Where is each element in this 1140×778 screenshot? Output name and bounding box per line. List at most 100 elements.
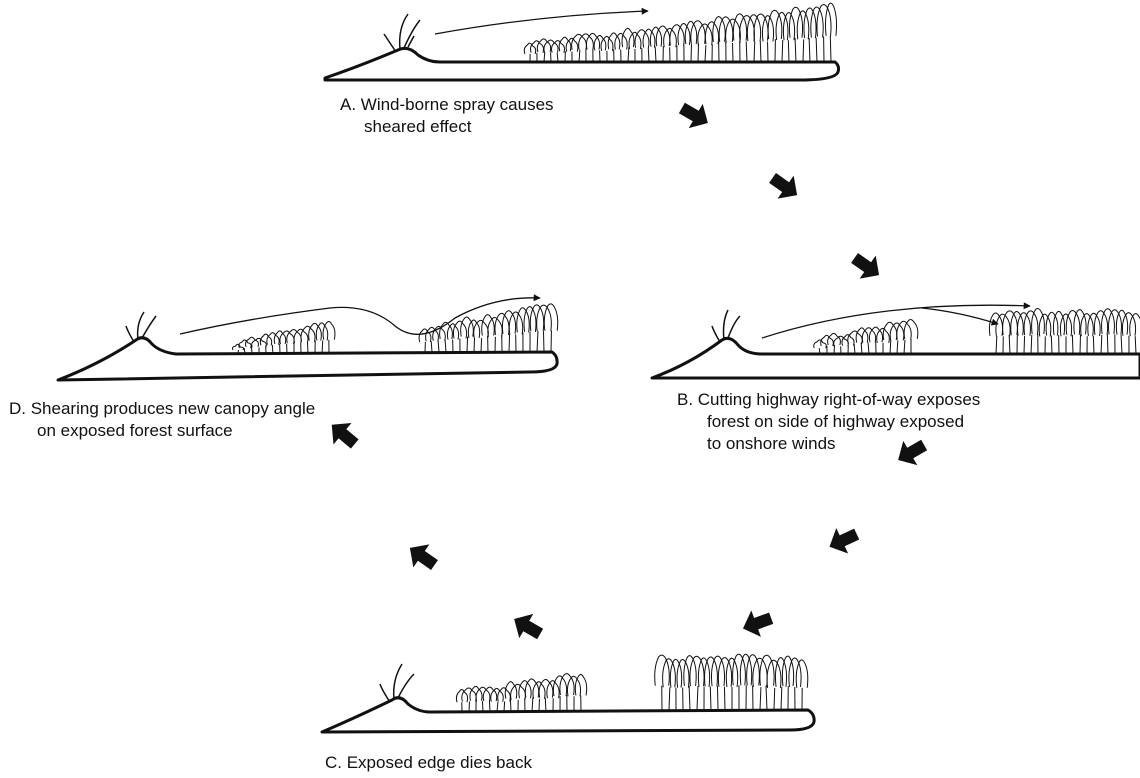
tree-icon bbox=[628, 47, 629, 62]
tree-icon bbox=[648, 48, 649, 62]
tree-crown bbox=[726, 658, 737, 687]
tree-icon bbox=[1051, 336, 1052, 354]
cycle-arrow-icon bbox=[675, 96, 715, 135]
tree-crown bbox=[690, 656, 704, 686]
tree-crown bbox=[635, 30, 649, 48]
tree-icon bbox=[1009, 335, 1010, 354]
tree-icon bbox=[669, 687, 670, 710]
tree-crown bbox=[821, 335, 834, 346]
tree-icon bbox=[1101, 335, 1102, 354]
tree-icon bbox=[897, 340, 898, 354]
tree-icon bbox=[532, 697, 533, 712]
tree-icon bbox=[481, 338, 482, 352]
tree-crown bbox=[797, 11, 809, 39]
panel-a-dune-grass-icon bbox=[384, 14, 420, 52]
tree-icon bbox=[781, 687, 782, 710]
tree-icon bbox=[431, 341, 432, 352]
tree-icon bbox=[509, 334, 510, 352]
tree-icon bbox=[510, 699, 511, 712]
tree-icon bbox=[1107, 334, 1108, 354]
panel-a-forest bbox=[524, 3, 836, 62]
tree-icon bbox=[697, 686, 698, 710]
tree-crown bbox=[804, 8, 816, 38]
tree-icon bbox=[1121, 335, 1122, 354]
panel-c-illustration bbox=[322, 654, 814, 732]
caption-c: C. Exposed edge dies back bbox=[325, 752, 532, 774]
panel-a-illustration bbox=[325, 3, 839, 80]
tree-icon bbox=[830, 36, 831, 62]
tree-icon bbox=[698, 44, 699, 62]
tree-crown bbox=[232, 344, 243, 350]
panel-a-ground bbox=[325, 48, 839, 80]
caption-b-line1: B. Cutting highway right-of-way exposes bbox=[677, 389, 980, 411]
tree-icon bbox=[1031, 335, 1032, 354]
panel-d-forest bbox=[232, 304, 557, 354]
panel-b-forest bbox=[814, 309, 1140, 354]
tree-crown bbox=[677, 660, 689, 688]
cycle-arrow-icon bbox=[507, 607, 547, 646]
tree-crown bbox=[817, 5, 831, 37]
tree-icon bbox=[760, 41, 761, 62]
tree-crown bbox=[814, 340, 827, 348]
tree-icon bbox=[754, 41, 755, 62]
tree-crown bbox=[524, 43, 535, 54]
tree-icon bbox=[760, 687, 761, 710]
tree-icon bbox=[474, 338, 475, 352]
tree-icon bbox=[868, 343, 869, 354]
tree-icon bbox=[795, 38, 796, 62]
tree-crown bbox=[796, 660, 808, 688]
tree-icon bbox=[537, 331, 538, 352]
tree-crown bbox=[622, 28, 634, 47]
caption-a-line2: sheared effect bbox=[340, 116, 554, 138]
tree-crown bbox=[1081, 314, 1094, 337]
tree-crown bbox=[525, 679, 538, 698]
tree-crown bbox=[740, 16, 755, 42]
tree-icon bbox=[809, 38, 810, 62]
tree-crown bbox=[1094, 311, 1107, 335]
panel-c-forest bbox=[456, 654, 807, 712]
tree-icon bbox=[579, 50, 580, 62]
tree-crown bbox=[834, 336, 849, 346]
cycle-arrow-icon bbox=[402, 536, 443, 576]
caption-b-line2: forest on side of highway exposed bbox=[677, 411, 980, 433]
tree-icon bbox=[890, 340, 891, 354]
tree-icon bbox=[467, 337, 468, 352]
tree-crown bbox=[1039, 314, 1051, 336]
tree-icon bbox=[724, 687, 725, 710]
cycle-arrow-icon bbox=[738, 605, 776, 642]
tree-crown bbox=[705, 657, 718, 687]
tree-icon bbox=[1024, 336, 1025, 354]
tree-crown bbox=[1066, 311, 1080, 335]
tree-icon bbox=[1135, 336, 1136, 354]
tree-crown bbox=[670, 25, 684, 46]
caption-d: D. Shearing produces new canopy angle on… bbox=[9, 398, 315, 442]
tree-icon bbox=[746, 41, 747, 62]
cycle-arrows bbox=[323, 96, 931, 646]
panel-d-illustration bbox=[58, 298, 558, 380]
tree-crown bbox=[267, 333, 279, 345]
caption-c-line1: C. Exposed edge dies back bbox=[325, 752, 532, 774]
tree-crown bbox=[559, 37, 571, 51]
caption-b-line3: to onshore winds bbox=[677, 433, 980, 455]
tree-crown bbox=[1046, 312, 1058, 335]
tree-icon bbox=[774, 688, 775, 710]
tree-crown bbox=[419, 329, 431, 342]
tree-crown bbox=[323, 321, 335, 339]
tree-crown bbox=[252, 338, 267, 347]
caption-a: A. Wind-borne spray causes sheared effec… bbox=[340, 94, 554, 138]
tree-crown bbox=[462, 688, 476, 702]
tree-icon bbox=[1072, 335, 1073, 354]
panel-b-ground bbox=[652, 338, 1140, 378]
tree-crown bbox=[718, 658, 731, 687]
panel-b-illustration bbox=[652, 305, 1140, 378]
tree-icon bbox=[788, 40, 789, 62]
tree-crown bbox=[511, 684, 526, 700]
tree-crown bbox=[740, 654, 751, 685]
tree-crown bbox=[474, 320, 489, 338]
tree-crown bbox=[453, 321, 466, 338]
tree-icon bbox=[816, 38, 817, 62]
tree-icon bbox=[705, 45, 706, 62]
caption-b: B. Cutting highway right-of-way exposes … bbox=[677, 389, 980, 455]
tree-icon bbox=[803, 39, 804, 62]
cycle-arrow-icon bbox=[824, 521, 863, 559]
